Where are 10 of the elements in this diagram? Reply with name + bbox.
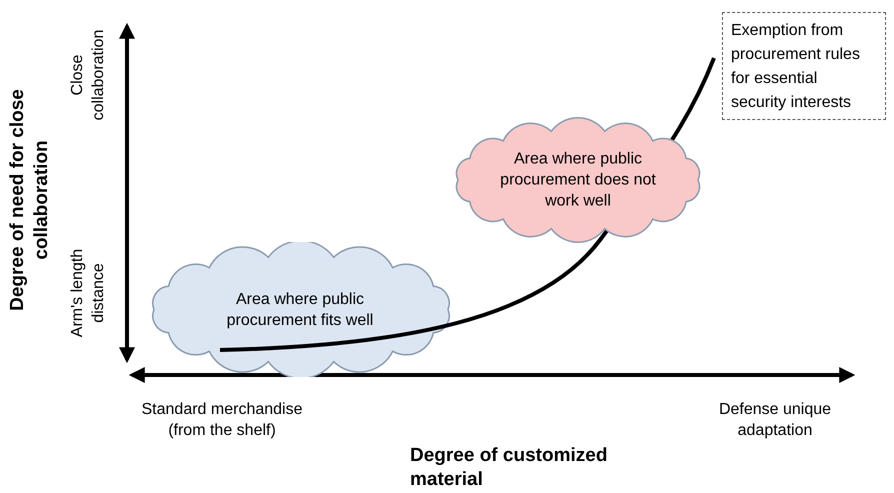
dashed-note-box — [722, 12, 886, 120]
cloud-text: Area where public procurement does not work well — [499, 150, 657, 212]
axis-level-label: Close collaboration — [68, 28, 108, 122]
axis-title: Degree of need for close collaboration — [6, 88, 53, 313]
axis-level-label: Defense unique adaptation — [718, 400, 832, 441]
cloud-text: Area where public procurement fits well — [226, 290, 374, 330]
axis-level-label: Arm's length distance — [68, 248, 108, 340]
axis-title: Degree of customized material — [410, 444, 608, 492]
axis-level-label: Standard merchandise (from the shelf) — [140, 400, 304, 441]
note-text: Exemption from procurement rules for essential security interests — [731, 21, 861, 113]
